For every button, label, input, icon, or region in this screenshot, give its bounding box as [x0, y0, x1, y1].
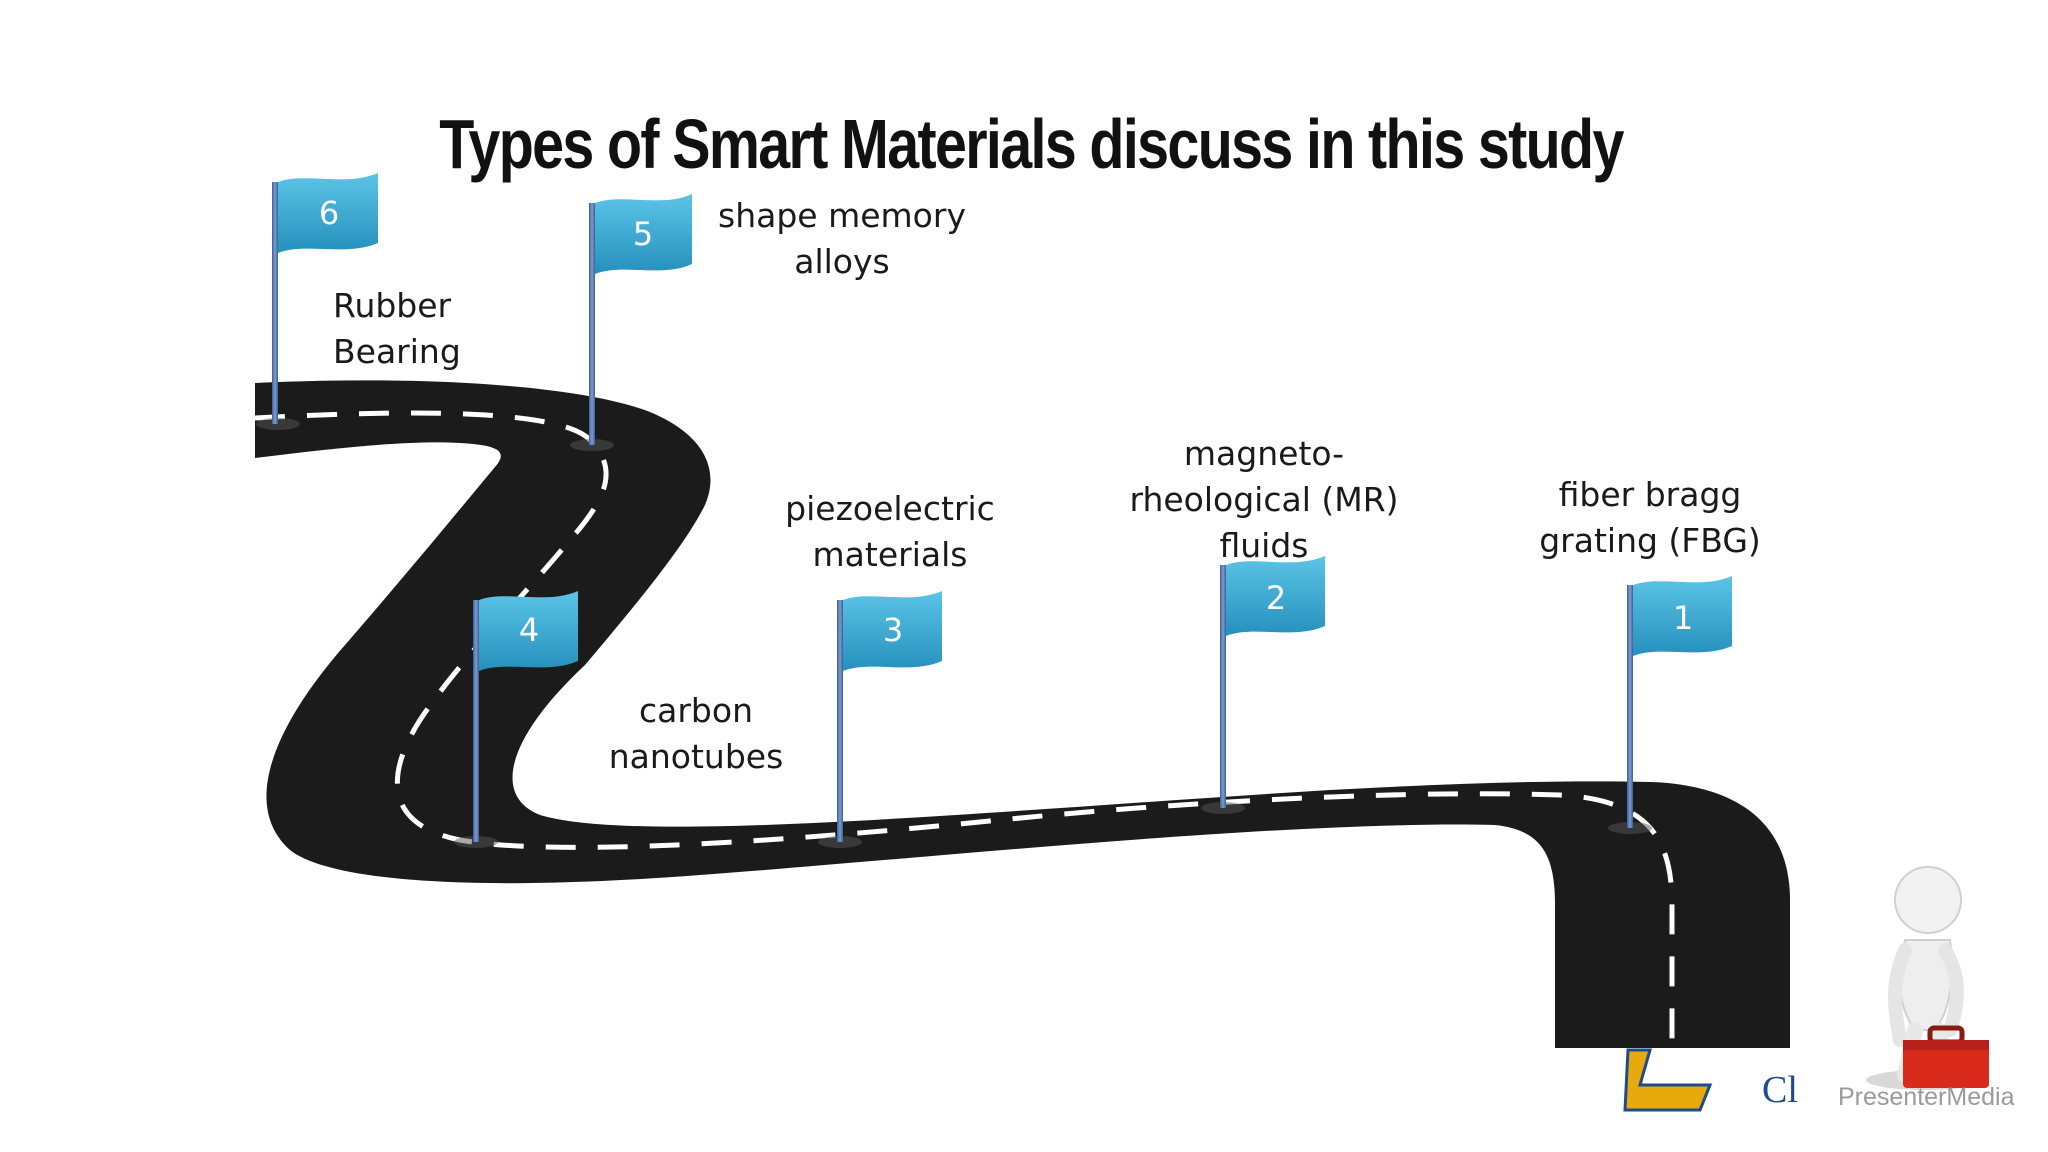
watermark-text: PresenterMedia	[1838, 1083, 2015, 1111]
flag-number-5: 5	[633, 215, 653, 253]
flag-marker-4	[454, 591, 578, 848]
label-item-4-line-2: nanotubes	[608, 737, 784, 776]
label-item-3: piezoelectric materials	[770, 486, 1010, 578]
flag-number-4: 4	[519, 611, 539, 649]
label-item-6-line-1: Rubber	[333, 286, 452, 325]
slide-title: Types of Smart Materials discuss in this…	[439, 105, 1624, 183]
flag-marker-5	[570, 194, 692, 451]
flag-number-1: 1	[1673, 599, 1693, 637]
flag-marker-2	[1201, 556, 1325, 814]
flag-marker-6	[256, 173, 378, 430]
label-item-3-line-2: materials	[812, 535, 968, 574]
label-item-5-line-2: alloys	[794, 242, 890, 281]
flag-marker-3	[818, 591, 942, 848]
label-item-1-line-2: grating (FBG)	[1539, 521, 1761, 560]
logo-fragment: Cl	[1623, 1048, 1798, 1112]
label-item-2-line-1: magneto-	[1183, 434, 1345, 473]
stick-figure-with-toolbox	[1866, 866, 1989, 1090]
flag-marker-1	[1608, 576, 1732, 834]
label-item-6-line-2: Bearing	[333, 332, 461, 371]
flag-number-2: 2	[1266, 579, 1286, 617]
flag-number-6: 6	[319, 194, 339, 232]
label-item-6: Rubber Bearing	[333, 283, 533, 375]
label-item-5: shape memory alloys	[700, 193, 984, 285]
label-item-1: fiber bragg grating (FBG)	[1520, 472, 1780, 564]
label-item-4-line-1: carbon	[639, 691, 753, 730]
svg-text:Cl: Cl	[1762, 1069, 1798, 1111]
label-item-2-line-3: fluids	[1219, 526, 1309, 565]
label-item-2-line-2: rheological (MR)	[1129, 480, 1399, 519]
flag-number-3: 3	[883, 611, 903, 649]
label-item-1-line-1: fiber bragg	[1558, 475, 1742, 514]
label-item-4: carbon nanotubes	[586, 688, 806, 780]
label-item-3-line-1: piezoelectric	[785, 489, 995, 528]
label-item-5-line-1: shape memory	[718, 196, 966, 235]
label-item-2: magneto- rheological (MR) fluids	[1112, 431, 1416, 569]
road	[255, 380, 1790, 1048]
